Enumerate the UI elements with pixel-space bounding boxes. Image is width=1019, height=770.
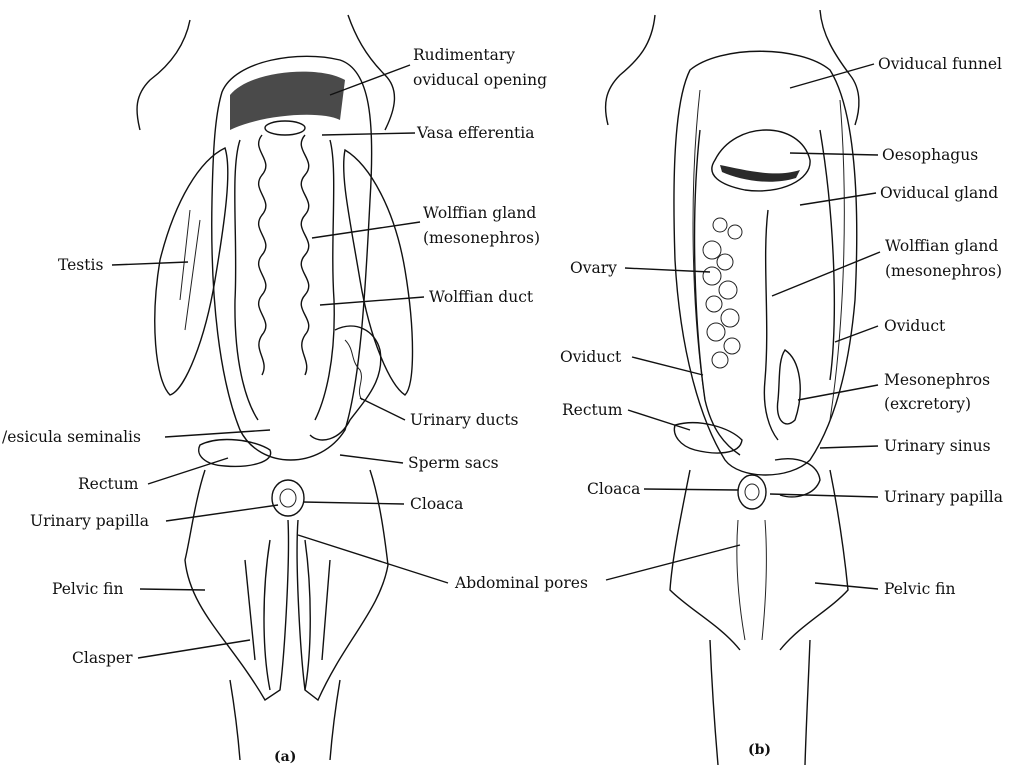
label-rudimentary-line2: oviducal opening xyxy=(413,71,547,90)
body-outline-left-upper xyxy=(137,20,190,130)
cloaca-shape xyxy=(272,480,304,516)
left-testis-shape xyxy=(155,148,228,395)
label-wolffian-gland-b-line2: (mesonephros) xyxy=(885,262,1002,281)
label-oesophagus: Oesophagus xyxy=(882,146,978,165)
caption-a: (a) xyxy=(274,748,296,767)
label-mesonephros-line1: Mesonephros xyxy=(884,371,990,390)
label-oviducal-gland: Oviducal gland xyxy=(880,184,998,203)
cloaca-b-inner xyxy=(745,484,759,500)
label-vasa-efferentia: Vasa efferentia xyxy=(417,124,534,143)
label-rudimentary-line1: Rudimentary xyxy=(413,46,515,65)
label-vesicula-seminalis: /esicula seminalis xyxy=(2,428,141,447)
tail-left-edge xyxy=(230,680,240,760)
right-testis-shape xyxy=(344,150,413,395)
tail-right-edge-b xyxy=(805,640,810,765)
label-pelvic-fin-b: Pelvic fin xyxy=(884,580,956,599)
left-duct-line xyxy=(235,140,258,420)
urinary-sinus-shape xyxy=(775,459,820,497)
label-oviduct-right: Oviduct xyxy=(884,317,945,336)
label-pelvic-fin-a: Pelvic fin xyxy=(52,580,124,599)
tail-left-edge-b xyxy=(710,640,718,765)
tail-right-edge xyxy=(330,680,340,760)
label-clasper: Clasper xyxy=(72,649,133,668)
label-testis: Testis xyxy=(58,256,103,275)
body-outline-left-upper-b xyxy=(606,15,655,125)
female-specimen-drawing xyxy=(606,10,859,765)
label-urinary-papilla-b: Urinary papilla xyxy=(884,488,1003,507)
label-cloaca-b: Cloaca xyxy=(587,480,640,499)
abdominal-region-b xyxy=(737,520,767,640)
label-rectum-a: Rectum xyxy=(78,475,138,494)
right-duct-line xyxy=(315,140,334,420)
cloaca-b-shape xyxy=(738,475,766,509)
caption-b: (b) xyxy=(748,741,771,760)
urinary-ducts-shape xyxy=(310,326,381,440)
rectum-shape xyxy=(199,440,271,467)
male-leader-lines xyxy=(112,65,448,658)
label-ovary: Ovary xyxy=(570,259,617,278)
mesonephros-shape xyxy=(777,350,800,424)
right-wolffian-coil xyxy=(301,135,309,375)
body-outline-right-upper xyxy=(348,15,394,130)
label-wolffian-duct: Wolffian duct xyxy=(429,288,533,307)
cloaca-inner xyxy=(280,489,296,507)
label-urinary-sinus: Urinary sinus xyxy=(884,437,991,456)
right-pelvic-fin-shape xyxy=(297,470,388,700)
label-urinary-papilla-a: Urinary papilla xyxy=(30,512,149,531)
oesophagus-shading xyxy=(720,165,800,182)
label-wolffian-gland-a-line1: Wolffian gland xyxy=(423,204,536,223)
label-sperm-sacs: Sperm sacs xyxy=(408,454,499,473)
label-oviduct-left: Oviduct xyxy=(560,348,621,367)
female-leader-lines xyxy=(606,64,880,589)
oesophagus-shape xyxy=(712,130,810,191)
label-oviducal-funnel: Oviducal funnel xyxy=(878,55,1002,74)
right-oviduct-shape xyxy=(820,130,834,380)
left-wolffian-coil xyxy=(259,135,266,375)
label-wolffian-gland-a-line2: (mesonephros) xyxy=(423,229,540,248)
vasa-efferentia-shape xyxy=(265,121,305,135)
wolffian-gland-b-shape xyxy=(764,210,778,440)
label-abdominal-pores: Abdominal pores xyxy=(455,574,588,593)
right-clasper-shape xyxy=(305,540,310,690)
male-specimen-drawing xyxy=(137,15,412,760)
ovary-cluster xyxy=(703,218,742,368)
label-rectum-b: Rectum xyxy=(562,401,622,420)
label-mesonephros-line2: (excretory) xyxy=(884,395,971,414)
left-testis-hatching xyxy=(180,210,200,330)
left-clasper-shape xyxy=(264,540,270,690)
label-urinary-ducts: Urinary ducts xyxy=(410,411,519,430)
label-cloaca-a: Cloaca xyxy=(410,495,463,514)
label-wolffian-gland-b-line1: Wolffian gland xyxy=(885,237,998,256)
